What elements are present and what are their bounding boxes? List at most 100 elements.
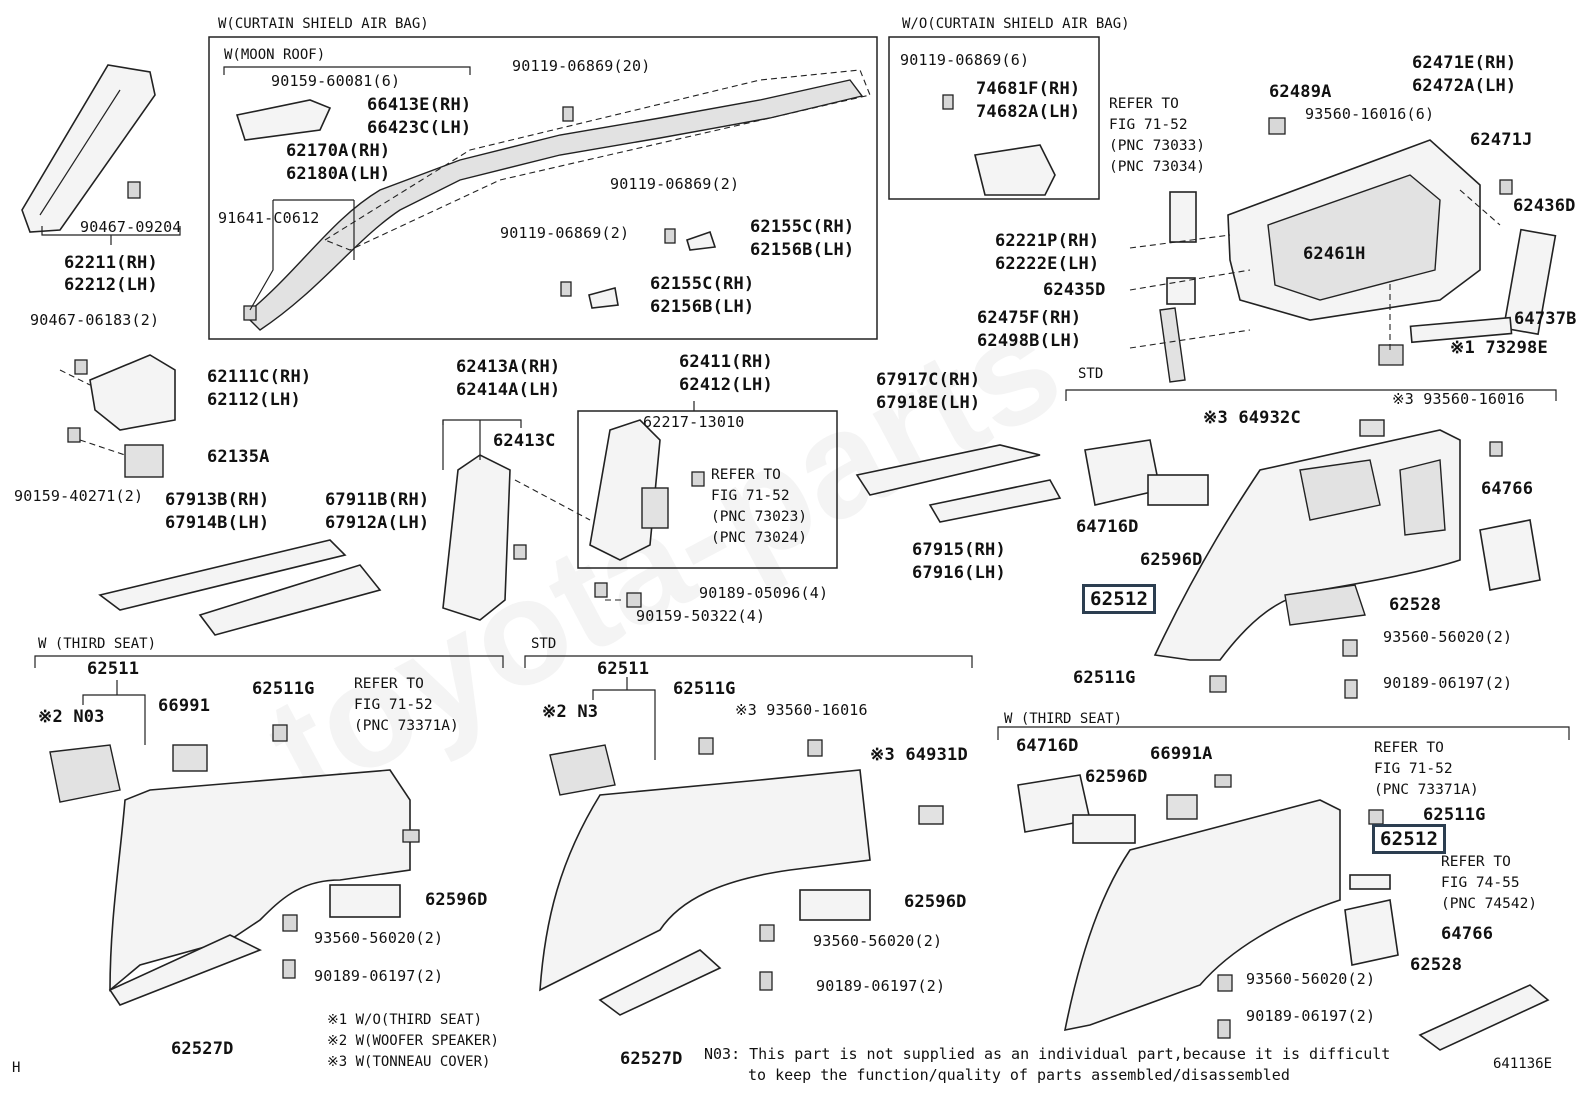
part-label-highlight[interactable]: 62512 <box>1082 584 1157 614</box>
part-label[interactable]: 91641-C0612 <box>218 209 320 227</box>
part-label[interactable]: 62211(RH) <box>64 253 158 273</box>
part-label[interactable]: 64737B <box>1514 309 1577 329</box>
part-label-highlight[interactable]: 62512 <box>1372 824 1447 854</box>
part-label[interactable]: 62135A <box>207 447 270 467</box>
part-label[interactable]: 90159-40271(2) <box>14 487 144 505</box>
part-label[interactable]: 90189-06197(2) <box>314 967 444 985</box>
part-label[interactable]: 90119-06869(6) <box>900 51 1030 69</box>
part-label[interactable]: 62111C(RH) <box>207 367 312 387</box>
part-label[interactable]: 67912A(LH) <box>325 513 430 533</box>
part-label[interactable]: 93560-16016(6) <box>1305 105 1435 123</box>
part-label[interactable]: 90467-09204 <box>80 218 182 236</box>
part-label[interactable]: 90189-05096(4) <box>699 584 829 602</box>
reference-note[interactable]: REFER TO FIG 71-52 (PNC 73371A) <box>354 676 459 734</box>
part-label[interactable]: ※3 93560-16016 <box>735 701 868 719</box>
part-label[interactable]: 62511G <box>673 679 736 699</box>
part-label[interactable]: 62472A(LH) <box>1412 76 1517 96</box>
part-label[interactable]: 90189-06197(2) <box>1246 1007 1376 1025</box>
part-label[interactable]: 62413A(RH) <box>456 357 561 377</box>
part-label[interactable]: 62596D <box>425 890 488 910</box>
part-label[interactable]: 62596D <box>904 892 967 912</box>
part-label[interactable]: 62221P(RH) <box>995 231 1100 251</box>
part-label[interactable]: 62180A(LH) <box>286 164 391 184</box>
part-label[interactable]: ※2 N03 <box>38 707 105 727</box>
part-label[interactable]: 62511 <box>87 659 140 679</box>
part-label[interactable]: 62412(LH) <box>679 375 773 395</box>
part-label[interactable]: 67916(LH) <box>912 563 1006 583</box>
part-label[interactable]: 64766 <box>1441 924 1494 944</box>
part-label[interactable]: 62528 <box>1410 955 1463 975</box>
part-label[interactable]: 62511G <box>1423 805 1486 825</box>
part-label[interactable]: 62528 <box>1389 595 1442 615</box>
part-label[interactable]: 62596D <box>1085 767 1148 787</box>
part-label[interactable]: 62170A(RH) <box>286 141 391 161</box>
part-label[interactable]: ※3 64932C <box>1203 408 1301 428</box>
highlighted-part-62512[interactable]: 62512 <box>1082 584 1157 614</box>
part-label[interactable]: 62527D <box>171 1039 234 1059</box>
part-label[interactable]: 67918E(LH) <box>876 393 981 413</box>
part-label[interactable]: 67914B(LH) <box>165 513 270 533</box>
part-label[interactable]: 66991 <box>158 696 211 716</box>
reference-note[interactable]: REFER TO FIG 71-52 (PNC 73023) (PNC 7302… <box>711 467 808 546</box>
part-label[interactable]: 62436D <box>1513 196 1576 216</box>
part-label[interactable]: ※2 N3 <box>542 702 599 722</box>
part-label[interactable]: 62471J <box>1470 130 1533 150</box>
part-label[interactable]: 62527D <box>620 1049 683 1069</box>
part-label[interactable]: 90159-50322(4) <box>636 607 766 625</box>
part-label[interactable]: 62156B(LH) <box>750 240 855 260</box>
part-label[interactable]: ※1 73298E <box>1450 338 1548 358</box>
part-label[interactable]: 62413C <box>493 431 556 451</box>
part-label[interactable]: 62411(RH) <box>679 352 773 372</box>
part-label[interactable]: ※3 64931D <box>870 745 968 765</box>
part-label[interactable]: 62155C(RH) <box>650 274 755 294</box>
part-label[interactable]: 66991A <box>1150 744 1213 764</box>
part-label[interactable]: 62217-13010 <box>643 413 745 431</box>
curtain-airbag-frame <box>208 36 878 340</box>
part-label[interactable]: 62212(LH) <box>64 275 158 295</box>
reference-note[interactable]: REFER TO FIG 74-55 (PNC 74542) <box>1441 854 1538 912</box>
part-label[interactable]: 62511G <box>252 679 315 699</box>
part-label[interactable]: 64766 <box>1481 479 1534 499</box>
part-label[interactable]: 90119-06869(2) <box>610 175 740 193</box>
reference-note[interactable]: REFER TO FIG 71-52 (PNC 73033) (PNC 7303… <box>1109 96 1206 175</box>
part-label[interactable]: 90119-06869(2) <box>500 224 630 242</box>
part-label[interactable]: 93560-56020(2) <box>1246 970 1376 988</box>
part-label[interactable]: 74681F(RH) <box>976 79 1081 99</box>
part-label[interactable]: 62435D <box>1043 280 1106 300</box>
part-label[interactable]: 62414A(LH) <box>456 380 561 400</box>
part-label[interactable]: 66423C(LH) <box>367 118 472 138</box>
tray-62596d-mid <box>799 889 871 921</box>
part-label[interactable]: 64716D <box>1076 517 1139 537</box>
part-label[interactable]: 66413E(RH) <box>367 95 472 115</box>
part-label[interactable]: 67911B(RH) <box>325 490 430 510</box>
reference-note[interactable]: REFER TO FIG 71-52 (PNC 73371A) <box>1374 740 1479 798</box>
part-label[interactable]: 74682A(LH) <box>976 102 1081 122</box>
part-label[interactable]: ※3 93560-16016 <box>1392 390 1525 408</box>
part-label[interactable]: 62156B(LH) <box>650 297 755 317</box>
part-label[interactable]: 90119-06869(20) <box>512 57 651 75</box>
part-label[interactable]: 93560-56020(2) <box>1383 628 1513 646</box>
part-label[interactable]: 62222E(LH) <box>995 254 1100 274</box>
part-label[interactable]: 67913B(RH) <box>165 490 270 510</box>
part-label[interactable]: 62461H <box>1303 244 1366 264</box>
part-label[interactable]: 93560-56020(2) <box>813 932 943 950</box>
part-label[interactable]: 62489A <box>1269 82 1332 102</box>
part-label[interactable]: 64716D <box>1016 736 1079 756</box>
highlighted-part-62512-right[interactable]: 62512 <box>1372 824 1447 854</box>
part-label[interactable]: 90159-60081(6) <box>271 72 401 90</box>
part-label[interactable]: 62471E(RH) <box>1412 53 1517 73</box>
part-label[interactable]: 93560-56020(2) <box>314 929 444 947</box>
part-label[interactable]: 62155C(RH) <box>750 217 855 237</box>
part-label[interactable]: 90189-06197(2) <box>816 977 946 995</box>
part-label[interactable]: 62112(LH) <box>207 390 301 410</box>
part-label[interactable]: 62498B(LH) <box>977 331 1082 351</box>
part-label[interactable]: 90467-06183(2) <box>30 311 160 329</box>
part-label[interactable]: 67915(RH) <box>912 540 1006 560</box>
part-label[interactable]: 62475F(RH) <box>977 308 1082 328</box>
part-label[interactable]: 67917C(RH) <box>876 370 981 390</box>
part-label[interactable]: 62511G <box>1073 668 1136 688</box>
part-label[interactable]: 62511 <box>597 659 650 679</box>
airbag-bracket-66413e <box>235 99 332 141</box>
part-label[interactable]: 62596D <box>1140 550 1203 570</box>
part-label[interactable]: 90189-06197(2) <box>1383 674 1513 692</box>
